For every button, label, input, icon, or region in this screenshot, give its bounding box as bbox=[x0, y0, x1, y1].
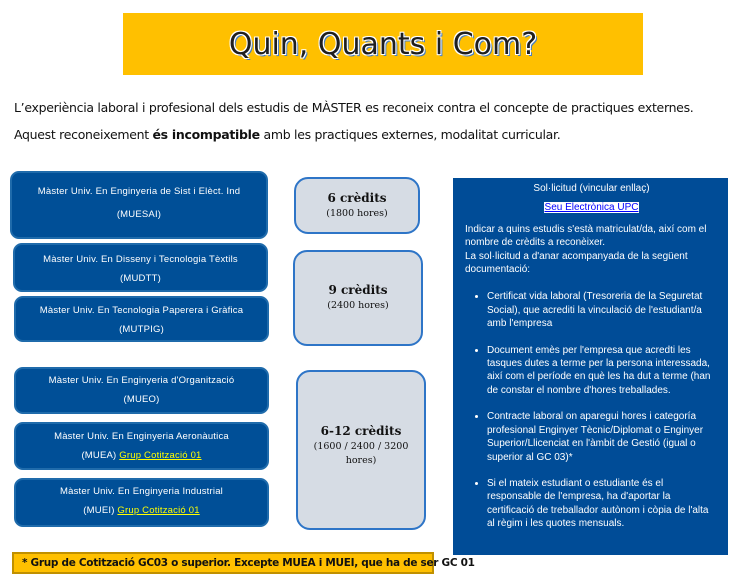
panel-intro: Indicar a quins estudis s'està matricula… bbox=[465, 223, 707, 249]
master-name: Màster Univ. En Enginyeria Industrial bbox=[60, 486, 223, 497]
master-code: (MUESAI) bbox=[116, 209, 162, 220]
intro-line-2: Aquest reconeixement és incompatible amb… bbox=[14, 127, 561, 142]
master-box-mudtt: Màster Univ. En Disseny i Tecnologia Tèx… bbox=[13, 243, 268, 292]
intro-line-1: L’experiència laboral i profesional dels… bbox=[14, 100, 694, 115]
footnote: * Grup de Cotització GC03 o superior. Ex… bbox=[12, 552, 475, 574]
document-list: Certificat vida laboral (Tresoreria de l… bbox=[465, 290, 718, 530]
master-name: Màster Univ. En Disseny i Tecnologia Tèx… bbox=[43, 254, 238, 265]
solicitud-panel: Sol·licitud (vincular enllaç) Seu Electr… bbox=[453, 178, 728, 555]
master-code: (MUTPIG) bbox=[119, 324, 164, 335]
list-item: Contracte laboral on aparegui hores i ca… bbox=[487, 410, 718, 464]
list-item: Si el mateix estudiant o estudiante és e… bbox=[487, 477, 718, 531]
master-box-mueo: Màster Univ. En Enginyeria d'Organitzaci… bbox=[14, 367, 269, 414]
master-name: Màster Univ. En Enginyeria de Sist i Elè… bbox=[37, 186, 241, 197]
master-name: Màster Univ. En Enginyeria d'Organitzaci… bbox=[48, 375, 235, 386]
intro-text: Aquest reconeixement bbox=[14, 127, 153, 142]
master-name: Màster Univ. En Tecnologia Paperera i Gr… bbox=[39, 305, 244, 316]
master-code-line: (MUEI) Grup Cotització 01 bbox=[83, 505, 199, 516]
page-title: Quin, Quants i Com? bbox=[228, 26, 538, 62]
master-code: (MUDTT) bbox=[120, 273, 161, 284]
master-code: (MUEI) bbox=[83, 505, 115, 516]
credits-box-6: 6 crèdits (1800 hores) bbox=[294, 177, 420, 234]
credits-hours: (1800 hores) bbox=[326, 207, 388, 219]
list-item: Certificat vida laboral (Tresoreria de l… bbox=[487, 290, 718, 330]
panel-heading: Sol·licitud (vincular enllaç) bbox=[533, 183, 650, 194]
master-name: Màster Univ. En Enginyeria Aeronàutica bbox=[54, 431, 229, 442]
title-banner: Quin, Quants i Com? bbox=[123, 13, 643, 75]
credits-box-6-12: 6-12 crèdits (1600 / 2400 / 3200 hores) bbox=[296, 370, 426, 530]
grup-cotitzacio-link[interactable]: Grup Cotització 01 bbox=[119, 450, 202, 461]
master-box-muesai: Màster Univ. En Enginyeria de Sist i Elè… bbox=[10, 171, 268, 239]
grup-cotitzacio-link[interactable]: Grup Cotització 01 bbox=[117, 505, 200, 516]
master-box-mutpig: Màster Univ. En Tecnologia Paperera i Gr… bbox=[14, 296, 269, 342]
credits-title: 9 crèdits bbox=[328, 283, 388, 297]
list-item: Document emès per l'empresa que acredti … bbox=[487, 344, 718, 398]
credits-hours: (2400 hores) bbox=[327, 300, 389, 311]
panel-intro-2: La sol·licitud a d'anar acompanyada de l… bbox=[465, 250, 688, 276]
credits-hours: (1600 / 2400 / 3200 hores) bbox=[313, 441, 409, 466]
credits-title: 6 crèdits bbox=[327, 190, 387, 205]
intro-text: amb les practiques externes, modalitat c… bbox=[259, 127, 561, 142]
master-code-line: (MUEA) Grup Cotització 01 bbox=[81, 450, 201, 461]
master-code: (MUEO) bbox=[123, 394, 160, 405]
credits-box-9: 9 crèdits (2400 hores) bbox=[293, 250, 423, 346]
master-box-muea: Màster Univ. En Enginyeria Aeronàutica (M… bbox=[14, 422, 269, 470]
intro-bold: és incompatible bbox=[152, 127, 261, 142]
credits-title: 6-12 crèdits bbox=[320, 424, 402, 438]
master-code: (MUEA) bbox=[81, 450, 117, 461]
master-box-muei: Màster Univ. En Enginyeria Industrial (MU… bbox=[14, 478, 269, 527]
seu-electronica-link[interactable]: Seu Electrònica UPC bbox=[543, 202, 640, 214]
